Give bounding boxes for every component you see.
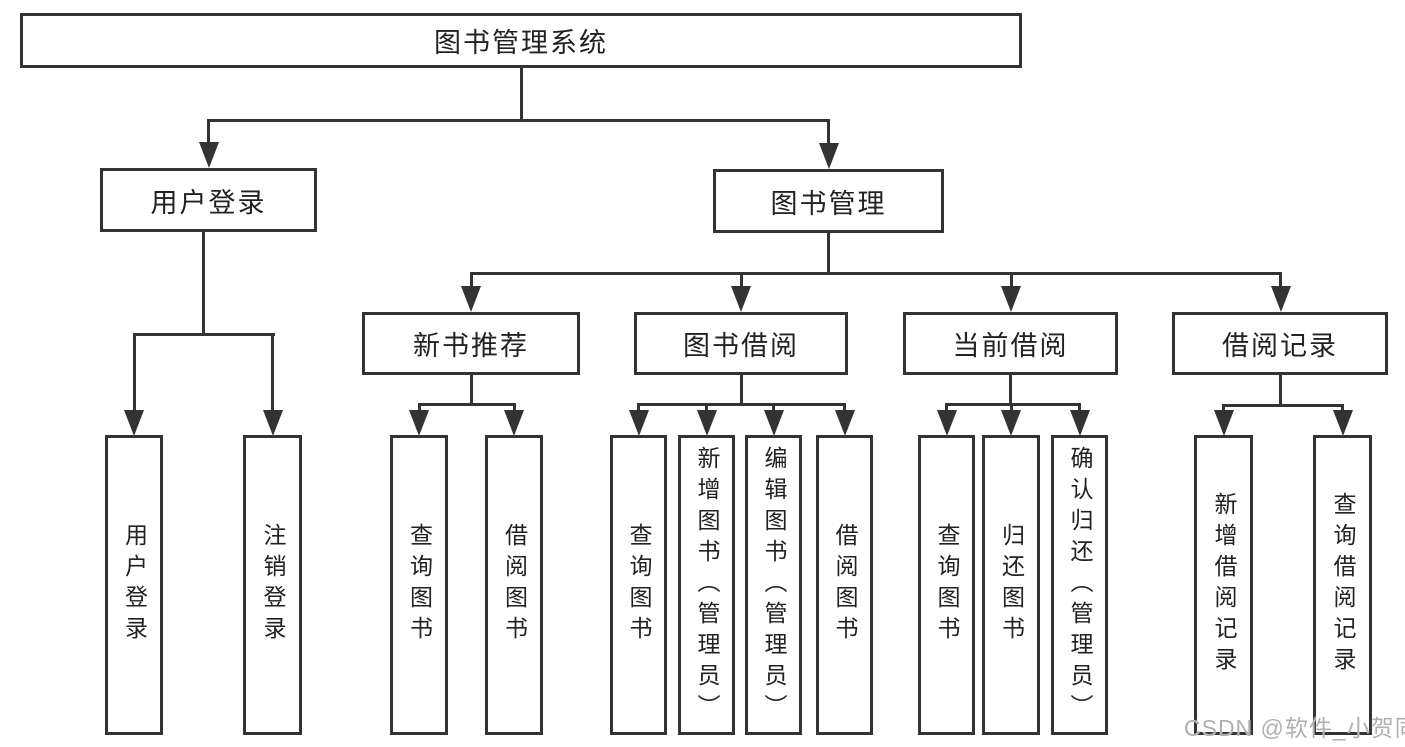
connector-line bbox=[827, 119, 830, 145]
leaf-label: 新增图书（管理员） bbox=[694, 445, 720, 725]
node-book-borrowing: 图书借阅 bbox=[634, 312, 848, 375]
node-user-login: 用户登录 bbox=[100, 168, 317, 232]
leaf-query-borrow-record: 查询借阅记录 bbox=[1313, 435, 1372, 735]
connector-line bbox=[1341, 404, 1344, 412]
connector-line bbox=[843, 403, 846, 412]
leaf-borrow-books-recommend: 借阅图书 bbox=[485, 435, 543, 735]
arrow-down-icon bbox=[1001, 410, 1021, 436]
connector-line bbox=[705, 403, 708, 412]
leaf-query-books-borrow: 查询图书 bbox=[610, 435, 667, 735]
connector-line bbox=[470, 272, 1281, 275]
leaf-edit-books-admin: 编辑图书（管理员） bbox=[745, 435, 802, 735]
arrow-down-icon bbox=[763, 410, 784, 436]
arrow-down-icon bbox=[696, 410, 717, 436]
connector-line bbox=[945, 403, 1081, 406]
connector-line bbox=[827, 232, 830, 274]
arrow-down-icon bbox=[1332, 410, 1353, 436]
connector-line bbox=[469, 272, 473, 289]
arrow-down-icon bbox=[818, 143, 839, 169]
connector-line bbox=[132, 333, 136, 411]
connector-line bbox=[1009, 403, 1013, 412]
leaf-confirm-return-admin: 确认归还（管理员） bbox=[1051, 435, 1108, 735]
leaf-query-books-recommend: 查询图书 bbox=[390, 435, 448, 735]
connector-line bbox=[418, 403, 421, 412]
node-label: 图书借阅 bbox=[683, 331, 799, 361]
leaf-label: 新增借阅记录 bbox=[1211, 492, 1237, 678]
leaf-label: 查询图书 bbox=[934, 523, 960, 647]
leaf-label: 用户登录 bbox=[121, 523, 148, 647]
leaf-label: 注销登录 bbox=[260, 523, 286, 647]
node-label: 图书管理 bbox=[770, 188, 887, 219]
arrow-down-icon bbox=[1213, 410, 1234, 436]
connector-line bbox=[1009, 272, 1013, 289]
arrow-down-icon bbox=[262, 410, 283, 436]
connector-line bbox=[637, 403, 846, 406]
connector-line bbox=[469, 374, 473, 405]
node-new-book-recommendation: 新书推荐 bbox=[362, 312, 580, 375]
arrow-down-icon bbox=[124, 410, 144, 436]
connector-line bbox=[772, 403, 775, 412]
leaf-label: 查询图书 bbox=[626, 523, 652, 647]
connector-line bbox=[271, 333, 274, 411]
arrow-down-icon bbox=[628, 410, 649, 436]
leaf-label: 查询图书 bbox=[406, 523, 433, 647]
node-label: 用户登录 bbox=[150, 187, 267, 218]
connector-line bbox=[513, 403, 516, 412]
leaf-user-login: 用户登录 bbox=[105, 435, 163, 735]
leaf-borrow-books: 借阅图书 bbox=[816, 435, 873, 735]
connector-line bbox=[201, 231, 205, 335]
connector-line bbox=[637, 403, 640, 412]
leaf-label: 编辑图书（管理员） bbox=[761, 445, 787, 725]
arrow-down-icon bbox=[409, 410, 429, 436]
node-label: 新书推荐 bbox=[413, 331, 529, 361]
node-label: 图书管理系统 bbox=[434, 28, 608, 58]
connector-line bbox=[739, 374, 743, 405]
connector-line bbox=[1222, 404, 1225, 412]
arrow-down-icon bbox=[461, 286, 481, 312]
leaf-add-borrow-record: 新增借阅记录 bbox=[1194, 435, 1253, 735]
connector-line bbox=[1222, 404, 1343, 407]
connector-line bbox=[1009, 374, 1012, 405]
watermark: CSDN @软件_小贺同学 bbox=[1184, 715, 1405, 741]
node-current-borrowing: 当前借阅 bbox=[903, 312, 1118, 375]
leaf-logout: 注销登录 bbox=[243, 435, 302, 735]
arrow-down-icon bbox=[198, 142, 219, 168]
connector-line bbox=[519, 67, 523, 120]
connector-line bbox=[1278, 374, 1282, 406]
node-label: 当前借阅 bbox=[952, 331, 1069, 361]
connector-line bbox=[132, 333, 275, 336]
arrow-down-icon bbox=[504, 410, 524, 436]
leaf-label: 借阅图书 bbox=[501, 523, 528, 647]
connector-line bbox=[945, 403, 948, 412]
connector-line bbox=[1279, 272, 1282, 289]
arrow-down-icon bbox=[731, 286, 751, 312]
connector-line bbox=[418, 403, 516, 406]
connector-line bbox=[207, 119, 210, 145]
node-label: 借阅记录 bbox=[1222, 331, 1338, 361]
leaf-label: 借阅图书 bbox=[832, 523, 858, 647]
leaf-label: 归还图书 bbox=[998, 523, 1025, 647]
node-borrowing-records: 借阅记录 bbox=[1172, 312, 1388, 375]
leaf-label: 确认归还（管理员） bbox=[1067, 445, 1093, 725]
connector-line bbox=[207, 119, 830, 122]
node-book-management: 图书管理 bbox=[713, 169, 944, 233]
arrow-down-icon bbox=[1001, 286, 1021, 312]
node-library-management-system: 图书管理系统 bbox=[20, 13, 1022, 68]
leaf-return-books: 归还图书 bbox=[982, 435, 1040, 735]
connector-line bbox=[740, 272, 743, 289]
leaf-add-books-admin: 新增图书（管理员） bbox=[678, 435, 735, 735]
arrow-down-icon bbox=[936, 410, 957, 436]
arrow-down-icon bbox=[1270, 286, 1291, 312]
leaf-label: 查询借阅记录 bbox=[1330, 492, 1356, 678]
arrow-down-icon bbox=[1069, 410, 1090, 436]
connector-line bbox=[1078, 403, 1081, 412]
arrow-down-icon bbox=[834, 410, 855, 436]
leaf-query-books-current: 查询图书 bbox=[918, 435, 975, 735]
